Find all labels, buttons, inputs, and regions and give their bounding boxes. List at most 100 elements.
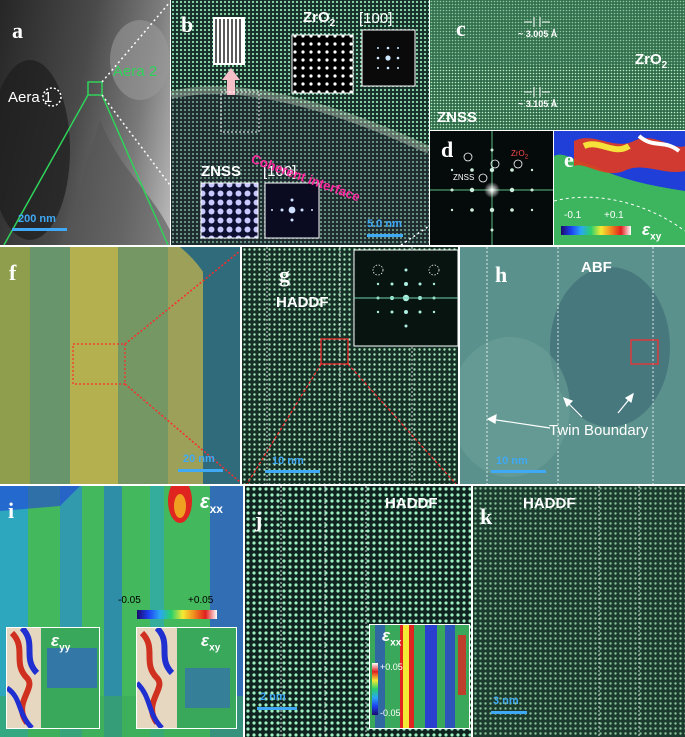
panel-b: b ZrO2 [100] ZNSS [100] Coherent interfa…	[171, 0, 429, 245]
panel-i: i εxx -0.05 +0.05 εyy εxy	[0, 486, 243, 737]
panel-g-lattice-image	[242, 247, 458, 484]
panel-b-lattice-image	[171, 0, 429, 245]
panel-c: c ~ 3.005 Å ~ 3.105 Å ZrO2 ZNSS	[430, 0, 685, 130]
area2-box	[87, 81, 103, 96]
inset-exy-text: ε	[201, 631, 210, 650]
panel-d: d ZNSS ZrO2	[430, 131, 553, 245]
panel-d-diffraction-pattern	[430, 131, 553, 245]
panel-d-zro2-text: ZrO	[511, 149, 525, 158]
panel-d-znss-label: ZNSS	[453, 173, 475, 182]
arrow-up-icon	[222, 68, 240, 95]
panel-h-abf-image	[460, 247, 685, 484]
panel-c-lattice-image	[430, 0, 685, 130]
inset-exx-max: +0.05	[380, 662, 403, 672]
panel-h-scale-label: 10 nm	[496, 455, 528, 467]
inset-exy-symbol: εxy	[201, 632, 220, 653]
spacing-top: ~ 3.005 Å	[518, 29, 558, 39]
panel-c-zro2-label: ZrO2	[635, 52, 667, 71]
inset-exx-min: -0.05	[380, 708, 401, 718]
zro2-sub: 2	[329, 18, 336, 29]
zro2-label: ZrO2	[303, 10, 335, 29]
panel-k-mode: HADDF	[523, 495, 576, 512]
panel-f-overview-image	[0, 247, 240, 484]
area2-label: Aera 2	[113, 63, 158, 80]
panel-i-strain-symbol: εxx	[200, 492, 223, 515]
panel-a-scale-label: 200 nm	[18, 213, 56, 225]
area1-label: Aera 1	[8, 89, 53, 106]
panel-g: g HADDF 10 nm	[242, 247, 458, 484]
panel-a-sample-image	[0, 1, 170, 245]
panel-i-min: -0.05	[118, 595, 141, 606]
inset-exy-map	[137, 628, 230, 728]
panel-b-label: b	[181, 12, 194, 37]
panel-d-label: d	[441, 137, 454, 162]
panel-g-mode: HADDF	[276, 294, 329, 311]
inset-exy-sub: xy	[209, 642, 221, 654]
panel-e-colorbar	[561, 226, 631, 235]
panel-f-scale-label: 20 nm	[183, 453, 215, 465]
panel-h-scale-bar	[491, 470, 546, 473]
panel-h-mode: ABF	[581, 259, 612, 276]
panel-e-strain-sub: xy	[650, 231, 662, 243]
zro2-text: ZrO	[303, 9, 330, 26]
inset-exx-map	[370, 625, 469, 728]
panel-d-zro2-sub: 2	[524, 154, 529, 161]
panel-j-lattice-image	[245, 486, 471, 737]
panel-j-inset-exx: εxx +0.05 -0.05	[369, 624, 470, 729]
inset-exx-text: ε	[382, 626, 391, 645]
inset-eyy-sub: yy	[59, 642, 71, 654]
panel-e-strain-map	[554, 131, 685, 245]
panel-g-scale-label: 10 nm	[272, 455, 304, 467]
panel-a-scale-bar	[12, 228, 67, 231]
panel-e-max: +0.1	[604, 210, 624, 221]
panel-i-strain-text: ε	[200, 491, 210, 513]
inset-exx-colorbar	[372, 663, 378, 715]
panel-c-label: c	[456, 16, 466, 41]
zro2-direction: [100]	[359, 10, 393, 27]
panel-c-zro2-sub: 2	[661, 60, 668, 71]
panel-e-strain-text: ε	[642, 220, 651, 239]
panel-b-scale-label: 5.0 nm	[367, 218, 402, 230]
panel-j-mode: HADDF	[385, 495, 438, 512]
panel-c-znss-label: ZNSS	[437, 109, 478, 126]
panel-i-inset-exy: εxy	[136, 627, 237, 729]
panel-f-label: f	[9, 260, 17, 285]
panel-c-zro2-text: ZrO	[635, 51, 662, 68]
panel-a-label: a	[12, 18, 23, 43]
panel-i-strain-sub: xx	[209, 502, 223, 516]
panel-h: h ABF Twin Boundary 10 nm	[460, 247, 685, 484]
panel-j-label: j	[255, 507, 263, 532]
panel-h-label: h	[495, 262, 508, 287]
inset-exx-sub: xx	[390, 637, 402, 649]
panel-g-scale-bar	[265, 470, 320, 473]
panel-b-scale-bar	[367, 234, 403, 237]
area1-circle	[42, 87, 62, 107]
panel-k-scale-bar	[491, 711, 527, 714]
panel-k-lattice-image	[473, 486, 685, 737]
panel-i-inset-eyy: εyy	[6, 627, 100, 729]
panel-f: f 20 nm	[0, 247, 240, 484]
panel-i-label: i	[8, 498, 15, 523]
panel-i-colorbar	[137, 610, 217, 619]
znss-label: ZNSS	[201, 163, 242, 180]
panel-e: e -0.1 +0.1 εxy	[554, 131, 685, 245]
znss-direction: [100]	[263, 163, 297, 180]
panel-k-label: k	[480, 504, 493, 529]
panel-a: a Aera 1 Aera 2 200 nm	[0, 0, 170, 245]
panel-e-strain-symbol: εxy	[642, 221, 661, 242]
panel-e-label: e	[564, 147, 574, 172]
panel-i-max: +0.05	[188, 595, 214, 606]
panel-d-zro2-label: ZrO2	[511, 150, 528, 161]
panel-g-label: g	[279, 262, 290, 287]
panel-f-scale-bar	[178, 469, 223, 472]
panel-j-scale-label: 2 nm	[260, 691, 286, 703]
panel-j: j HADDF εxx +0.05 -0.05 2 nm	[245, 486, 471, 737]
inset-eyy-map	[7, 628, 99, 728]
inset-eyy-symbol: εyy	[51, 632, 70, 653]
panel-j-scale-bar	[257, 707, 297, 710]
spacing-bottom: ~ 3.105 Å	[518, 99, 558, 109]
panel-k-scale-label: 3 nm	[493, 695, 519, 707]
inset-exx-symbol: εxx	[382, 627, 401, 648]
inset-eyy-text: ε	[51, 631, 60, 650]
panel-k: k HADDF 3 nm	[473, 486, 685, 737]
